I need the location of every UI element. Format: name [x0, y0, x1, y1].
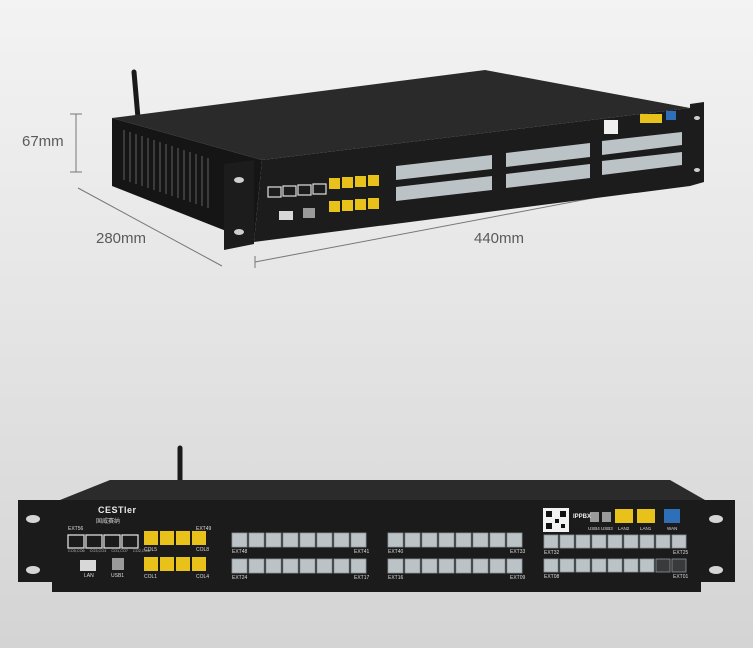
wan-port [664, 509, 680, 523]
label-lan: LAN [84, 573, 94, 579]
label-col5: COL5 [144, 547, 158, 553]
angled-qr-code [604, 120, 618, 134]
label-usb4: USB4 [588, 526, 600, 531]
label-ext33: EXT33 [510, 549, 526, 555]
angled-yellow-ports [329, 175, 379, 212]
qr-code [543, 508, 569, 532]
label-ext24: EXT24 [232, 575, 248, 581]
ext-bank-3 [543, 534, 687, 573]
angled-lan-ports [640, 114, 662, 123]
lan1-port [637, 509, 655, 523]
angled-co-ports [267, 183, 327, 198]
label-ext49: EXT49 [196, 526, 212, 532]
label-wan: WAN [667, 526, 678, 531]
ext-bank-2 [387, 532, 523, 574]
label-lan1: LAN1 [640, 526, 652, 531]
label-ext40: EXT40 [388, 549, 404, 555]
label-ext09: EXT09 [510, 575, 526, 581]
label-col1: COL1 [144, 574, 158, 580]
usb3-port [602, 512, 611, 522]
label-ext16: EXT16 [388, 575, 404, 581]
label-ext56: EXT56 [68, 526, 84, 532]
col-ports-bottom [144, 557, 206, 571]
lan-port [80, 560, 96, 571]
brand-name: CESTler [98, 505, 137, 515]
label-ext41: EXT41 [354, 549, 370, 555]
ext-bank-1 [231, 532, 367, 574]
chassis-top [112, 70, 690, 160]
usb4-port [590, 512, 599, 522]
label-usb1: USB1 [111, 573, 125, 579]
label-ippbx: IPPBX [573, 514, 592, 520]
angled-ext-bank-2 [506, 143, 590, 188]
label-co-0: CO5,CO6 [68, 549, 85, 553]
label-ext17: EXT17 [354, 575, 370, 581]
right-rack-ear-angled [690, 102, 704, 186]
label-ext25: EXT25 [673, 550, 689, 556]
label-lan2: LAN2 [618, 526, 630, 531]
lan2-port [615, 509, 633, 523]
label-co-2: CO1,CO7 [111, 549, 129, 553]
label-col4: COL4 [196, 574, 210, 580]
angled-wan-port [666, 111, 676, 120]
label-usb3: USB3 [601, 526, 613, 531]
label-ext32: EXT32 [544, 550, 560, 556]
angled-usb-port [303, 208, 315, 218]
label-ext01: EXT01 [673, 574, 689, 580]
angled-ext-bank-3 [602, 132, 682, 175]
label-ext08: EXT08 [544, 574, 560, 580]
side-vents [123, 130, 209, 208]
width-dimension-label: 440mm [474, 230, 525, 247]
height-dimension-label: 67mm [22, 133, 64, 150]
angled-ext-bank-1 [396, 155, 492, 201]
depth-dimension-label: 280mm [96, 230, 147, 247]
label-co-3: CO2,CO8 [133, 549, 150, 553]
label-co-row: CO5,CO6 CO3,CO4 CO1,CO7 CO2,CO8 [68, 549, 150, 553]
usb1-port [112, 558, 124, 570]
brand-tagline: 国威赛纳 [96, 518, 121, 525]
col-ports-top [144, 531, 206, 545]
chassis-top-front [60, 480, 705, 500]
left-rack-ear-angled [224, 160, 254, 250]
label-col8: COL8 [196, 547, 210, 553]
co-ports [67, 534, 139, 549]
label-ext48: EXT48 [232, 549, 248, 555]
angled-lan-port [279, 211, 293, 220]
label-co-1: CO3,CO4 [89, 549, 107, 553]
antenna [131, 69, 141, 121]
